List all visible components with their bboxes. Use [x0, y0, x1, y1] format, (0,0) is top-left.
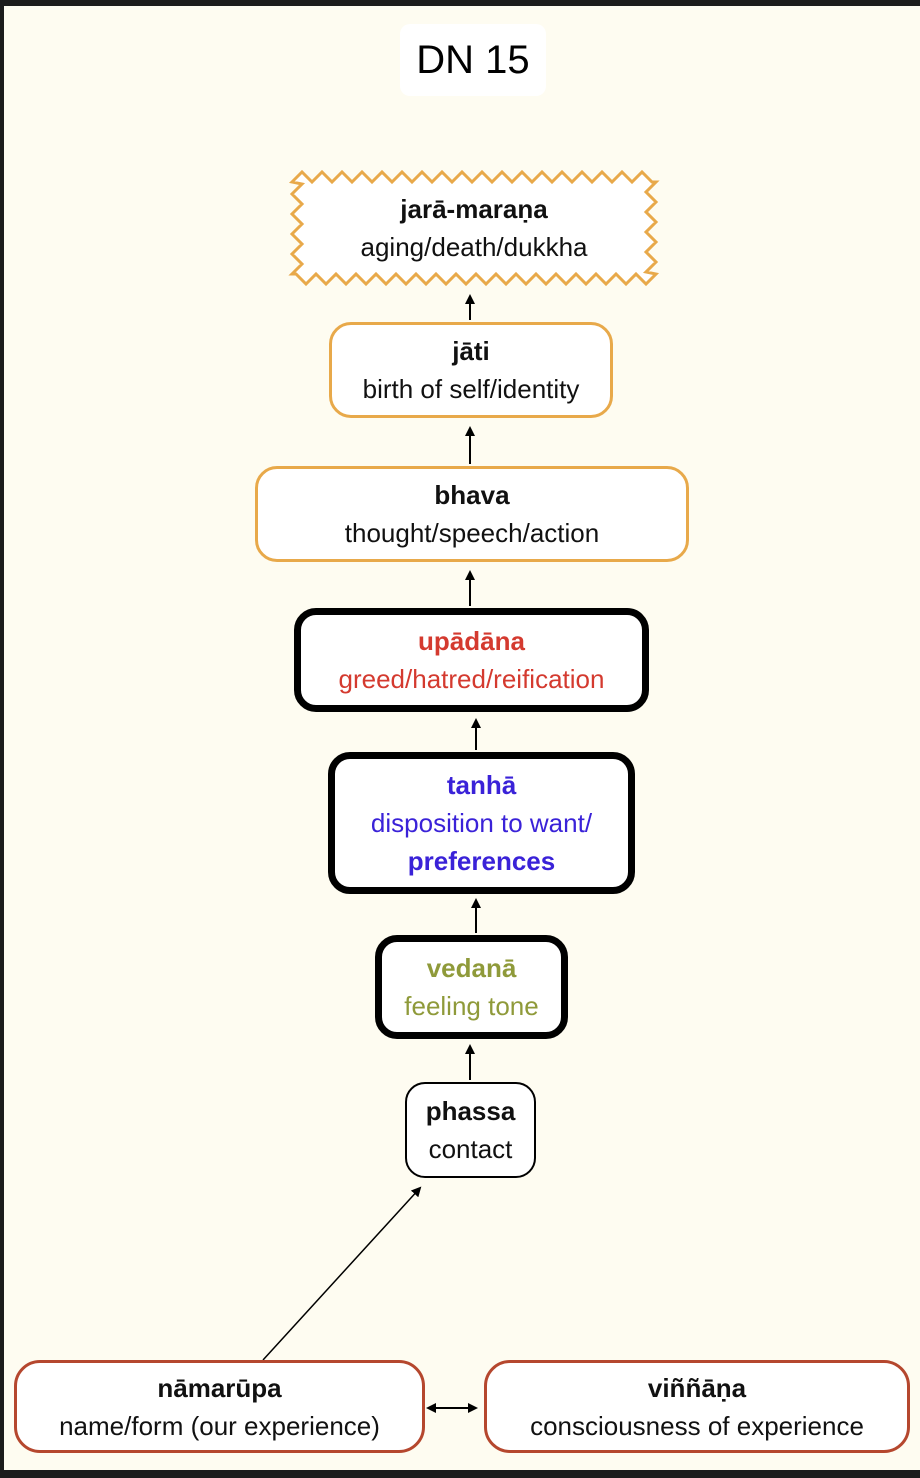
node-term: upādāna	[418, 626, 525, 656]
node-desc: contact	[428, 1134, 513, 1164]
node-desc: consciousness of experience	[530, 1410, 864, 1441]
diagram-title: DN 15	[400, 24, 546, 96]
jara-zigzag-frame	[288, 169, 660, 287]
node-desc: birth of self/identity	[362, 374, 580, 404]
node-desc-bold: preferences	[407, 846, 556, 876]
node-desc: disposition to want/	[370, 808, 593, 838]
arrow-namarupa-to-phassa	[262, 1186, 422, 1361]
node-tanha: tanhā disposition to want/ preferences	[328, 752, 635, 894]
node-desc: thought/speech/action	[344, 518, 600, 548]
node-term: vedanā	[426, 953, 517, 983]
node-term: bhava	[434, 480, 510, 510]
node-desc: feeling tone	[404, 991, 539, 1021]
node-term: jarā-maraṇa	[400, 194, 548, 224]
node-bhava: bhava thought/speech/action	[255, 466, 689, 562]
node-term: viññāṇa	[647, 1372, 747, 1403]
node-vinnana: viññāṇa consciousness of experience	[484, 1360, 910, 1453]
node-upadana: upādāna greed/hatred/reification	[294, 608, 649, 712]
node-term: phassa	[425, 1096, 516, 1126]
node-term: jāti	[452, 336, 490, 366]
node-vedana: vedanā feeling tone	[375, 935, 568, 1039]
node-desc: greed/hatred/reification	[338, 664, 605, 694]
node-jara-marana: jarā-maraṇa aging/death/dukkha	[300, 180, 648, 276]
node-desc: aging/death/dukkha	[360, 232, 588, 262]
node-desc: name/form (our experience)	[59, 1410, 380, 1441]
node-jati: jāti birth of self/identity	[329, 322, 613, 418]
node-phassa: phassa contact	[405, 1082, 536, 1178]
node-term: tanhā	[446, 770, 517, 800]
node-term: nāmarūpa	[157, 1372, 282, 1403]
node-namarupa: nāmarūpa name/form (our experience)	[14, 1360, 425, 1453]
